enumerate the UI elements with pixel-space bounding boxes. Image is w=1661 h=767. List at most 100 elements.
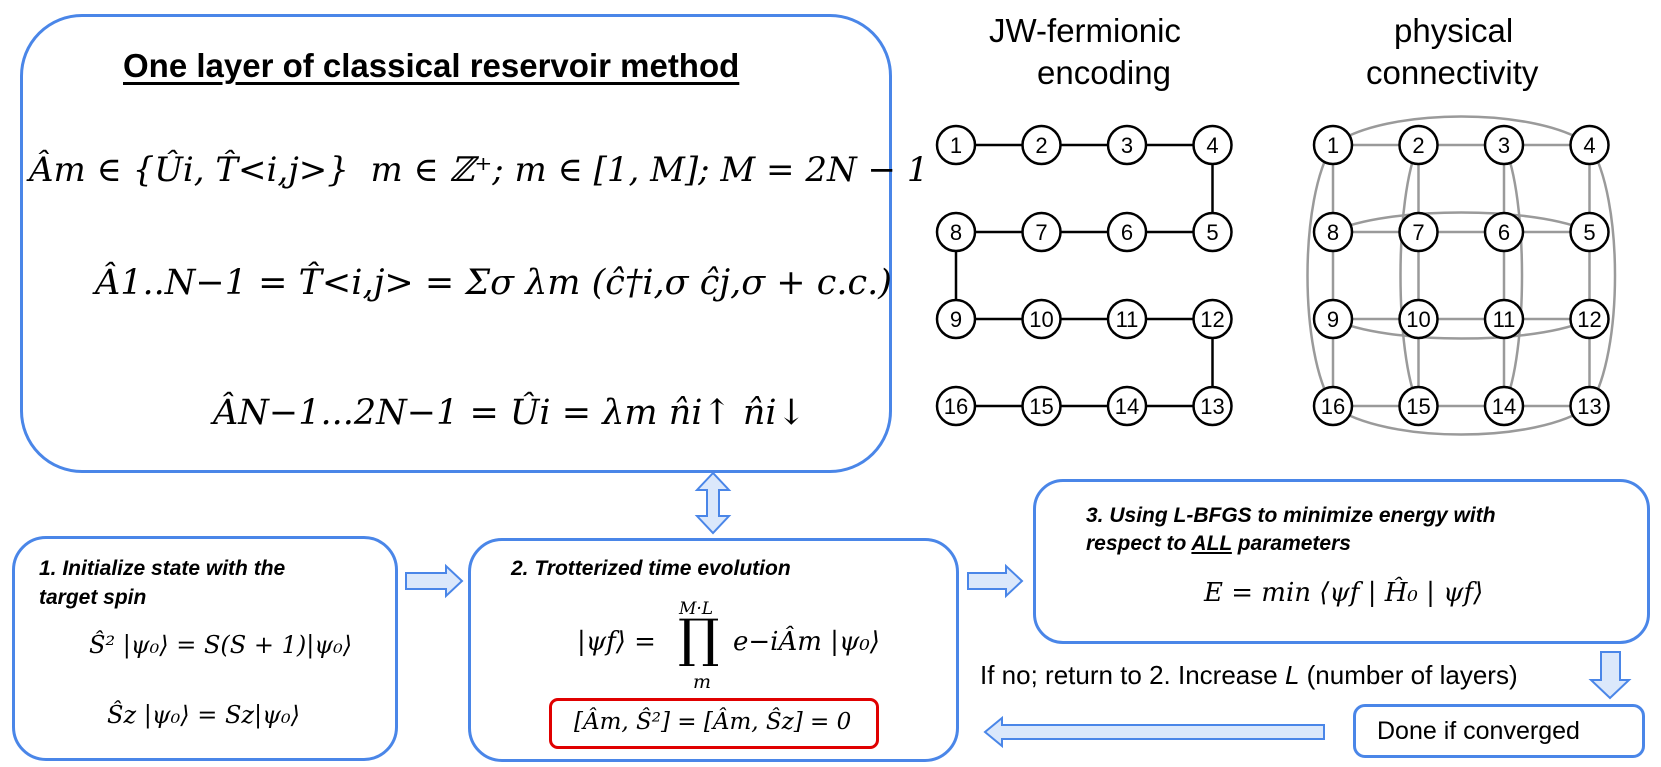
phys-node-label-10: 10: [1406, 307, 1430, 332]
jw-node-label-9: 9: [950, 307, 962, 332]
done-label: Done if converged: [1377, 717, 1580, 745]
phys-node-label-6: 6: [1498, 220, 1510, 245]
jw-node-label-14: 14: [1115, 394, 1139, 419]
phys-node-15: [1398, 385, 1439, 427]
done-box: Done if converged: [1353, 704, 1645, 758]
phys-node-12: [1569, 298, 1610, 340]
arrow-step2-to-step3: [967, 563, 1024, 599]
jw-node-label-8: 8: [950, 220, 962, 245]
phys-node-4: [1569, 124, 1610, 166]
phys-node-3: [1483, 124, 1525, 166]
jw-node-label-1: 1: [950, 133, 962, 158]
physical-edge: [1502, 144, 1524, 407]
jw-node-label-13: 13: [1200, 394, 1224, 419]
jw-node-16: [935, 385, 977, 427]
phys-node-label-1: 1: [1327, 133, 1339, 158]
loop-instruction: If no; return to 2. Increase L (number o…: [980, 660, 1518, 690]
phys-node-9: [1312, 298, 1354, 340]
jw-node-4: [1192, 124, 1233, 166]
jw-node-15: [1021, 385, 1062, 427]
phys-node-label-11: 11: [1493, 307, 1516, 332]
physical-edge: [1332, 317, 1591, 340]
phys-node-label-4: 4: [1583, 133, 1595, 158]
step2-prod-upper: M·L: [679, 599, 714, 619]
phys-node-label-16: 16: [1321, 394, 1345, 419]
phys-node-label-15: 15: [1406, 394, 1430, 419]
jw-node-5: [1192, 211, 1233, 253]
step3-title-line2: respect to ALL parameters: [1086, 532, 1351, 555]
jw-node-label-4: 4: [1206, 133, 1218, 158]
jw-node-label-12: 12: [1200, 307, 1224, 332]
phys-node-1: [1312, 124, 1354, 166]
step1-equation-sz: Ŝz |ψ₀⟩ = Sz|ψ₀⟩: [107, 701, 300, 729]
phys-node-10: [1398, 298, 1439, 340]
phys-title-line1: physical: [1394, 12, 1514, 49]
phys-node-label-12: 12: [1577, 307, 1601, 332]
jw-node-10: [1021, 298, 1062, 340]
phys-node-8: [1312, 211, 1354, 253]
phys-node-label-3: 3: [1498, 133, 1510, 158]
jw-title-line1: JW-fermionic: [989, 12, 1181, 49]
phys-node-label-14: 14: [1492, 394, 1516, 419]
phys-node-label-13: 13: [1577, 394, 1601, 419]
step2-constraint-equation: [Âm, Ŝ²] = [Âm, Ŝz] = 0: [574, 709, 852, 735]
physical-edge: [1332, 211, 1591, 234]
step1-title-line2: target spin: [39, 586, 147, 609]
jw-node-label-3: 3: [1121, 133, 1133, 158]
jw-node-9: [935, 298, 977, 340]
jw-node-13: [1192, 385, 1233, 427]
phys-node-7: [1398, 211, 1439, 253]
jw-node-label-5: 5: [1206, 220, 1218, 245]
jw-node-label-7: 7: [1035, 220, 1047, 245]
jw-node-7: [1021, 211, 1062, 253]
jw-node-8: [935, 211, 977, 253]
phys-node-13: [1569, 385, 1610, 427]
phys-node-label-8: 8: [1327, 220, 1339, 245]
phys-node-label-2: 2: [1412, 133, 1424, 158]
physical-edge: [1332, 115, 1591, 147]
phys-node-2: [1398, 124, 1439, 166]
step2-title: 2. Trotterized time evolution: [511, 557, 791, 580]
arrow-step3-to-done: [1588, 651, 1632, 700]
step1-equation-s2: Ŝ² |ψ₀⟩ = S(S + 1)|ψ₀⟩: [89, 631, 353, 659]
phys-node-label-7: 7: [1412, 220, 1424, 245]
step1-title-line1: 1. Initialize state with the: [39, 557, 286, 580]
jw-node-label-16: 16: [944, 394, 968, 419]
phys-node-6: [1483, 211, 1525, 253]
step2-trotter-box: 2. Trotterized time evolution |ψf⟩ = M·L…: [468, 538, 959, 762]
equation-interaction: ÂN−1...2N−1 = Ûi = λm n̂i↑ n̂i↓: [213, 393, 806, 433]
jw-node-2: [1021, 124, 1062, 166]
step3-lbfgs-box: 3. Using L-BFGS to minimize energy with …: [1033, 479, 1650, 644]
step2-constraint-box: [Âm, Ŝ²] = [Âm, Ŝz] = 0: [549, 698, 879, 749]
equation-operator-set: Âm ∈ {Ûi, T̂<i,j>} m ∈ ℤ⁺; m ∈ [1, M]; M…: [29, 150, 929, 190]
reservoir-title: One layer of classical reservoir method: [123, 47, 740, 84]
phys-title-line2: connectivity: [1366, 54, 1539, 91]
jw-node-3: [1106, 124, 1148, 166]
jw-node-1: [935, 124, 977, 166]
jw-node-label-2: 2: [1035, 133, 1047, 158]
arrow-step1-to-step2: [405, 563, 464, 599]
jw-node-label-10: 10: [1029, 307, 1053, 332]
phys-node-16: [1312, 385, 1354, 427]
phys-node-label-5: 5: [1583, 220, 1595, 245]
step2-eq-lhs: |ψf⟩ =: [577, 627, 656, 657]
equation-hopping: Â1..N−1 = T̂<i,j> = Σσ λm (ĉ†i,σ ĉj,σ + …: [95, 263, 892, 303]
physical-edge: [1306, 144, 1335, 407]
jw-node-6: [1106, 211, 1148, 253]
jw-node-11: [1106, 298, 1148, 340]
jw-node-12: [1192, 298, 1233, 340]
step2-prod-lower: m: [693, 671, 712, 693]
reservoir-layer-box: One layer of classical reservoir method …: [20, 14, 928, 473]
jw-node-label-15: 15: [1029, 394, 1053, 419]
jw-node-label-6: 6: [1121, 220, 1133, 245]
jw-title-line2: encoding: [1037, 54, 1171, 91]
arrow-return-to-step2: [983, 715, 1325, 749]
physical-edge: [1399, 144, 1420, 407]
step2-prod-symbol: ∏: [678, 609, 720, 669]
phys-node-label-9: 9: [1327, 307, 1339, 332]
phys-node-11: [1483, 298, 1525, 340]
step1-initialize-box: 1. Initialize state with the target spin…: [12, 536, 398, 761]
